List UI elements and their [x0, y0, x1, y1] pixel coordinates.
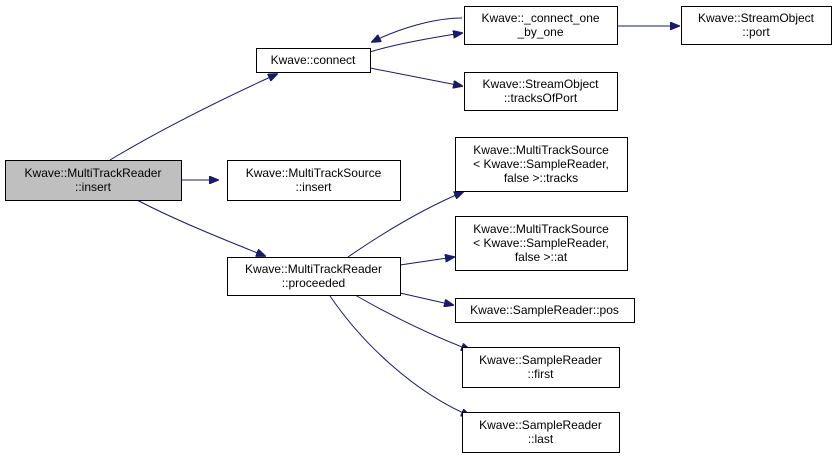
- node-multitracksource-insert[interactable]: Kwave::MultiTrackSource::insert: [227, 160, 401, 201]
- node-box: [227, 160, 401, 201]
- edge-multitrackreader-insert-to-multitrackreader-proceeded: [136, 199, 265, 256]
- node-multitrackreader-proceeded[interactable]: Kwave::MultiTrackReader::proceeded: [227, 257, 401, 296]
- node-label-line: ::last: [528, 432, 554, 446]
- node-label-line: < Kwave::SampleReader,: [473, 157, 609, 171]
- node-samplereader-first[interactable]: Kwave::SampleReader::first: [462, 347, 620, 388]
- edge-connect-one-by-one-to-connect: [372, 17, 463, 42]
- edge-multitrackreader-proceeded-to-samplereader-first: [354, 294, 470, 350]
- node-box: [681, 6, 832, 45]
- node-label-line: ::first: [528, 367, 555, 381]
- node-label-line: Kwave::MultiTrackReader: [25, 166, 162, 180]
- edge-multitrackreader-insert-to-connect: [109, 74, 277, 161]
- node-box: [464, 72, 618, 111]
- node-label-line: < Kwave::SampleReader,: [473, 236, 609, 250]
- node-label-line: ::proceeded: [282, 276, 345, 290]
- node-box: [464, 6, 618, 45]
- node-connect[interactable]: Kwave::connect: [256, 48, 371, 73]
- node-box: [227, 257, 401, 296]
- node-label-line: false >::tracks: [504, 171, 578, 185]
- edges-layer: [109, 17, 679, 416]
- node-label-line: Kwave::SampleReader::pos: [470, 303, 619, 317]
- node-label-line: Kwave::SampleReader: [479, 353, 602, 367]
- edge-multitrackreader-proceeded-to-multitracksource-at: [399, 257, 454, 266]
- edge-connect-to-streamobject-tracksofport: [369, 67, 462, 86]
- nodes-layer: Kwave::MultiTrackReader::insert Kwave::co…: [5, 6, 832, 453]
- node-multitracksource-at[interactable]: Kwave::MultiTrackSource< Kwave::SampleRe…: [455, 216, 628, 271]
- node-label-line: ::insert: [295, 180, 332, 194]
- node-box: [256, 48, 371, 73]
- node-label-line: false >::at: [515, 250, 568, 264]
- node-label-line: _by_one: [516, 25, 563, 39]
- node-label-line: Kwave::SampleReader: [479, 418, 602, 432]
- node-label-line: Kwave::MultiTrackSource: [473, 222, 609, 236]
- node-label-line: Kwave::MultiTrackSource: [473, 143, 609, 157]
- node-box: [5, 160, 182, 201]
- node-label-line: Kwave::StreamObject: [482, 77, 599, 91]
- node-connect-one-by-one[interactable]: Kwave::_connect_one_by_one: [464, 6, 618, 45]
- node-streamobject-port[interactable]: Kwave::StreamObject::port: [681, 6, 832, 45]
- node-label-line: ::tracksOfPort: [504, 91, 578, 105]
- node-box: [455, 137, 628, 192]
- node-streamobject-tracksofport[interactable]: Kwave::StreamObject::tracksOfPort: [464, 72, 618, 111]
- node-label-line: ::port: [742, 25, 770, 39]
- node-box: [462, 412, 620, 453]
- edge-multitrackreader-proceeded-to-samplereader-last: [329, 295, 470, 416]
- node-samplereader-pos[interactable]: Kwave::SampleReader::pos: [455, 298, 635, 323]
- node-samplereader-last[interactable]: Kwave::SampleReader::last: [462, 412, 620, 453]
- edge-connect-to-connect-one-by-one: [369, 33, 462, 53]
- node-label-line: ::insert: [75, 180, 112, 194]
- node-label-line: Kwave::MultiTrackReader: [245, 262, 382, 276]
- node-box: [455, 298, 635, 323]
- node-label-line: Kwave::_connect_one: [481, 11, 599, 25]
- node-box: [462, 347, 620, 388]
- node-label-line: Kwave::MultiTrackSource: [246, 166, 382, 180]
- node-multitracksource-tracks[interactable]: Kwave::MultiTrackSource< Kwave::SampleRe…: [455, 137, 628, 192]
- edge-multitrackreader-proceeded-to-samplereader-pos: [399, 292, 453, 305]
- edge-multitrackreader-proceeded-to-multitracksource-tracks: [347, 192, 463, 258]
- node-label-line: Kwave::StreamObject: [698, 11, 815, 25]
- node-label-line: Kwave::connect: [271, 53, 356, 67]
- node-multitrackreader-insert[interactable]: Kwave::MultiTrackReader::insert: [5, 160, 182, 201]
- node-box: [455, 216, 628, 271]
